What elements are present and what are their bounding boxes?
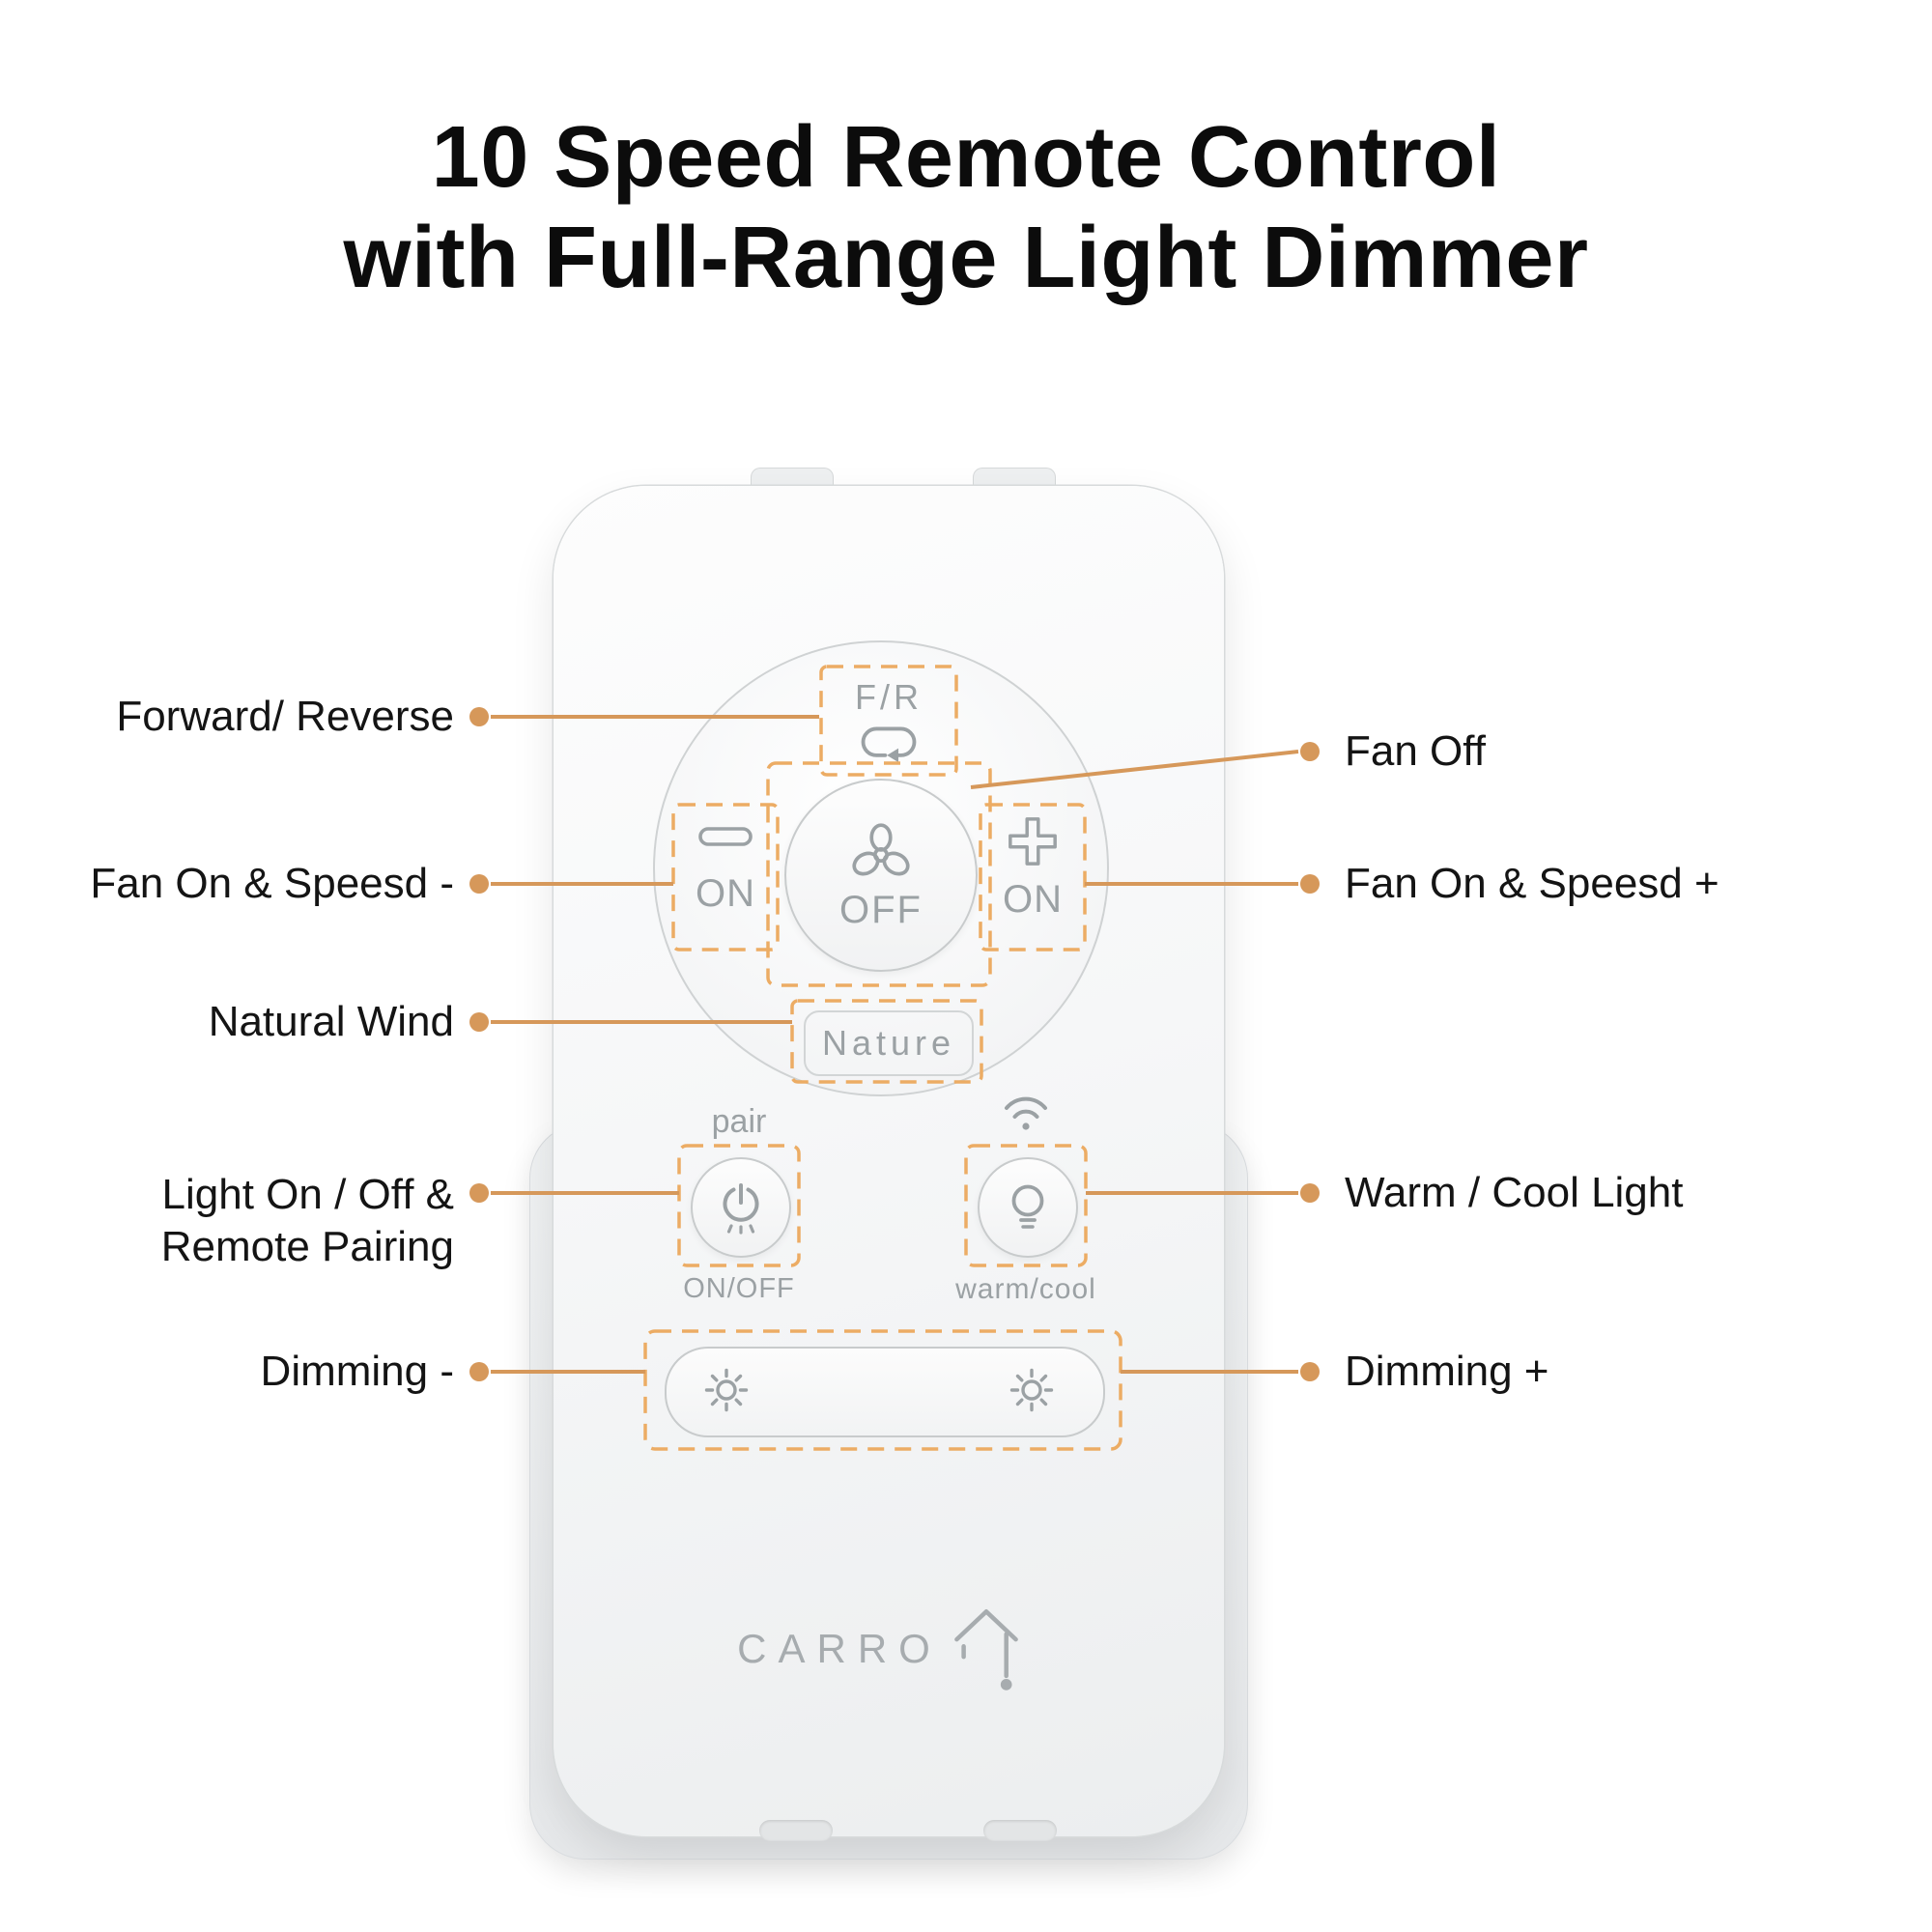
fan-off-button: OFF (784, 779, 978, 972)
label-forward-reverse: Forward/ Reverse (116, 693, 454, 740)
fr-label: F/R (855, 677, 923, 717)
annotation-dot (469, 874, 489, 894)
label-dimming-minus: Dimming - (260, 1348, 454, 1395)
pair-label: pair (711, 1103, 767, 1140)
bulb-icon (1011, 1184, 1044, 1229)
fan-speed-plus-button: ON (980, 805, 1085, 950)
fan-off-label: OFF (839, 888, 923, 931)
annotation-dot (1300, 742, 1320, 761)
annotation-dot (1300, 1183, 1320, 1203)
title-line-1: 10 Speed Remote Control (431, 109, 1501, 206)
annotation-dot (1300, 1362, 1320, 1381)
label-fan-off: Fan Off (1345, 727, 1486, 775)
sun-dim-icon (704, 1368, 749, 1412)
mount-slot-left (759, 1820, 833, 1841)
power-light-icon (723, 1183, 759, 1235)
page-title: 10 Speed Remote Control with Full-Range … (0, 108, 1932, 308)
warmcool-caption: warm/cool (955, 1273, 1096, 1305)
sun-brighten-icon (1009, 1368, 1054, 1412)
label-light-onoff-pairing-line1: Light On / Off & (161, 1171, 454, 1218)
nature-button: Nature (804, 1010, 974, 1076)
label-warm-cool-light: Warm / Cool Light (1345, 1169, 1684, 1216)
annotation-dot (469, 1183, 489, 1203)
fan-plus-label: ON (1003, 878, 1063, 921)
warm-cool-light-button (978, 1157, 1078, 1258)
plus-icon (1009, 817, 1057, 866)
brand-logo: CARRO (715, 1586, 1043, 1712)
label-natural-wind: Natural Wind (208, 998, 454, 1045)
label-light-onoff-pairing-line2: Remote Pairing (160, 1223, 454, 1270)
title-line-2: with Full-Range Light Dimmer (343, 209, 1589, 306)
house-icon (953, 1609, 1018, 1690)
annotation-dot (469, 1012, 489, 1032)
label-fan-on-speed-plus: Fan On & Speesd + (1345, 860, 1719, 907)
wifi-icon (1005, 1096, 1047, 1130)
onoff-caption: ON/OFF (683, 1273, 795, 1304)
loop-arrow-icon (861, 726, 917, 763)
annotation-dot (1300, 874, 1320, 894)
label-fan-on-speed-minus: Fan On & Speesd - (90, 860, 454, 907)
label-dimming-plus: Dimming + (1345, 1348, 1549, 1395)
brand-name: CARRO (737, 1626, 942, 1671)
fan-speed-minus-button: ON (673, 805, 778, 950)
forward-reverse-button: F/R (821, 667, 956, 775)
minus-icon (698, 827, 753, 846)
light-onoff-pair-button (691, 1157, 791, 1258)
fan-icon (852, 822, 910, 875)
fan-minus-label: ON (696, 872, 755, 915)
annotation-dot (469, 707, 489, 726)
annotation-dot (469, 1362, 489, 1381)
label-light-onoff-pairing: Light On / Off & Remote Pairing (161, 1169, 454, 1273)
mount-slot-right (983, 1820, 1057, 1841)
